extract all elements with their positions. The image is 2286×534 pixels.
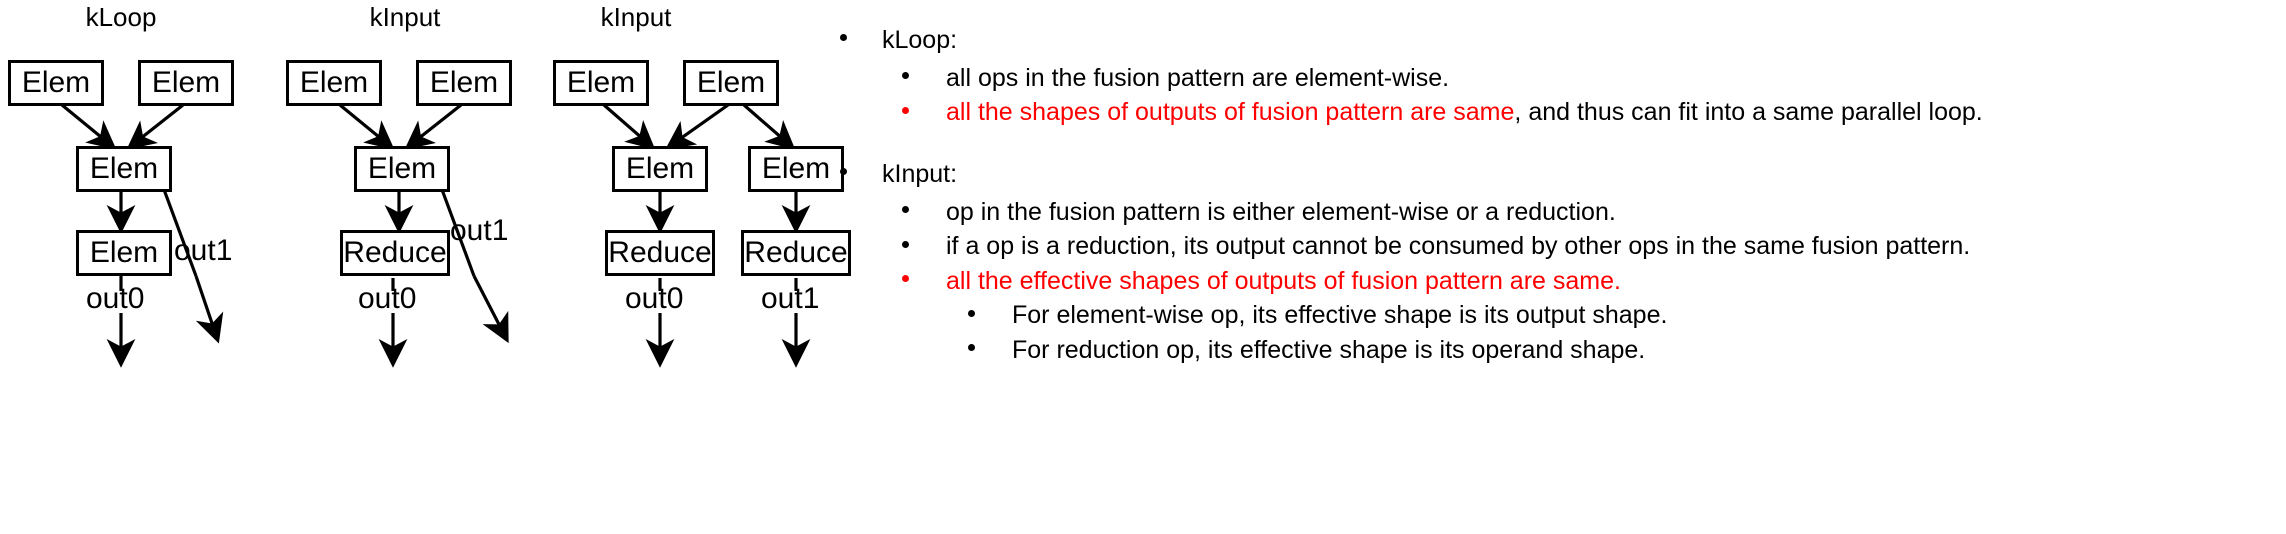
bullet-icon [902, 240, 909, 248]
node-label: Reduce [608, 236, 712, 269]
diagram-kinput-double: kInput [548, 0, 860, 534]
node-reduce: Reduce [340, 230, 450, 276]
diagram-group: kLoop El [0, 0, 860, 534]
node-elem: Elem [76, 146, 172, 192]
node-reduce: Reduce [605, 230, 715, 276]
bullet-icon [968, 344, 975, 351]
bullet-icon [840, 34, 847, 41]
explanation-panel: kLoop: all ops in the fusion pattern are… [836, 0, 2286, 534]
kloop-point-2-tail: , and thus can fit into a same parallel … [1514, 98, 1983, 126]
node-elem: Elem [354, 146, 450, 192]
diagram-title: kInput [369, 2, 441, 32]
node-elem: Elem [553, 60, 649, 106]
bullet-icon [840, 168, 847, 175]
bullet-icon [902, 275, 909, 282]
kinput-point-3: all the effective shapes of outputs of f… [836, 265, 1970, 298]
kloop-point-2: all the shapes of outputs of fusion patt… [836, 96, 1983, 129]
node-label: Elem [429, 66, 499, 99]
node-elem: Elem [683, 60, 779, 106]
diagram-title: kInput [600, 2, 672, 32]
node-elem: Elem [286, 60, 382, 106]
node-label: Elem [89, 152, 159, 185]
output-label-out0: out0 [625, 282, 684, 315]
bullet-icon [902, 106, 909, 114]
output-label-out1: out1 [761, 282, 820, 315]
bullet-icon [902, 206, 909, 213]
output-label-out0: out0 [86, 282, 145, 315]
kloop-point-2-text: all the shapes of outputs of fusion patt… [946, 98, 1515, 126]
kinput-heading-item: kInput: [836, 158, 1970, 192]
kloop-point-1: all ops in the fusion pattern are elemen… [836, 62, 1983, 95]
node-label: Elem [21, 66, 91, 99]
kinput-heading: kInput: [882, 160, 958, 188]
output-label-out0: out0 [358, 282, 417, 315]
node-label: Elem [696, 66, 766, 99]
kloop-heading: kLoop: [882, 26, 958, 54]
node-label: Elem [625, 152, 695, 185]
node-elem: Elem [8, 60, 104, 106]
kinput-point-1-text: op in the fusion pattern is either eleme… [946, 197, 1616, 226]
bullet-icon [902, 72, 909, 79]
kloop-block: kLoop: all ops in the fusion pattern are… [836, 24, 1983, 131]
node-reduce: Reduce [741, 230, 851, 276]
kinput-subpoint-2: For reduction op, its effective shape is… [836, 334, 1970, 367]
node-label: Elem [566, 66, 636, 99]
node-elem: Elem [138, 60, 234, 106]
kinput-subpoint-1: For element-wise op, its effective shape… [836, 299, 1970, 332]
kinput-point-1: op in the fusion pattern is either eleme… [836, 196, 1970, 229]
kinput-point-3-text: all the effective shapes of outputs of f… [946, 266, 1621, 295]
diagram-kloop: kLoop El [0, 0, 270, 534]
node-label: Elem [299, 66, 369, 99]
node-elem: Elem [76, 230, 172, 276]
node-elem: Elem [748, 146, 844, 192]
node-elem: Elem [416, 60, 512, 106]
kinput-subpoint-2-text: For reduction op, its effective shape is… [1012, 335, 1646, 364]
node-label: Elem [761, 152, 831, 185]
kloop-point-1-text: all ops in the fusion pattern are elemen… [946, 63, 1450, 92]
kinput-block: kInput: op in the fusion pattern is eith… [836, 158, 1970, 368]
diagram-title: kLoop [85, 2, 157, 32]
node-label: Elem [89, 236, 159, 269]
node-label: Reduce [343, 236, 447, 269]
node-elem: Elem [612, 146, 708, 192]
node-label: Elem [367, 152, 437, 185]
bullet-icon [968, 309, 975, 317]
kinput-point-2: if a op is a reduction, its output canno… [836, 230, 1970, 263]
node-label: Reduce [744, 236, 848, 269]
kinput-point-2-text: if a op is a reduction, its output canno… [946, 232, 1971, 260]
kinput-subpoint-1-text: For element-wise op, its effective shape… [1012, 301, 1668, 329]
kloop-heading-item: kLoop: [836, 24, 1983, 58]
node-label: Elem [151, 66, 221, 99]
output-label-out1: out1 [450, 214, 509, 247]
diagram-kinput-single: kInput Elem Elem [278, 0, 548, 534]
output-label-out1: out1 [174, 234, 233, 267]
